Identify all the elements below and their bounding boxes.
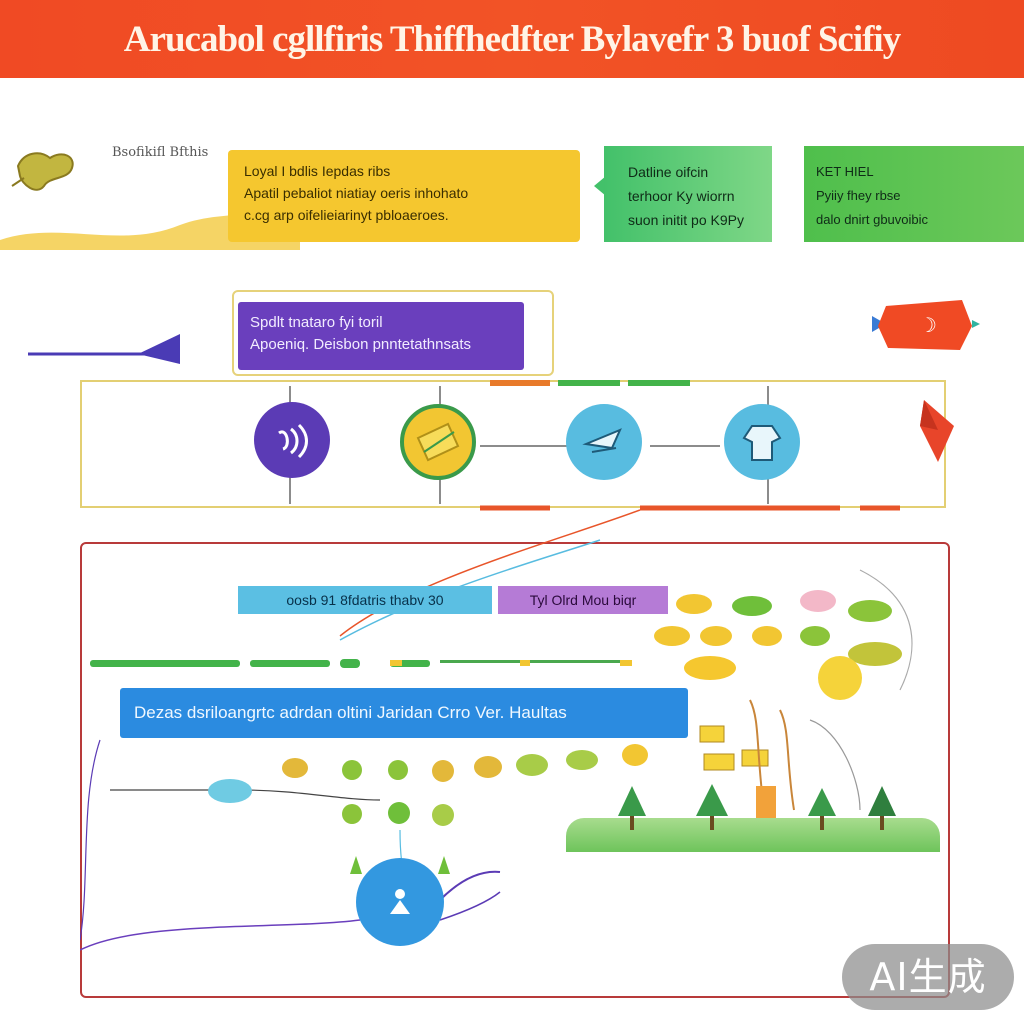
sun-dot [818,656,862,700]
green-dot [388,802,410,824]
arrow-pointer-icon [28,334,180,364]
purple-label-frame [232,290,554,376]
purple-label: Spdlt tnataro fyi toril Apoeniq. Deisbon… [238,302,524,370]
note-icon [416,422,460,462]
plane-icon [582,428,622,453]
yellow-callout: Loyal I bdlis Iepdas ribs Apatil pebalio… [228,150,580,242]
green-callout-line: Datline oifcin [628,164,709,180]
red-diamond-icon [920,400,954,462]
blue-label-bar: Dezas dsriloangrtc adrdan oltini Jaridan… [120,688,688,738]
connector-lines [80,509,913,951]
hub-circle [356,858,444,946]
bottom-frame [80,542,950,998]
green-dot [566,750,598,770]
yellow-dot [474,756,502,778]
landscape-illustration [699,699,861,820]
green-dot [388,760,408,780]
yellow-callout-line: Loyal I bdlis Iepdas ribs [244,163,391,179]
green-callout-line: KET HIEL [816,164,874,179]
yellow-dot [654,626,690,646]
green-callout-line: dalo dnirt gbuvoibic [816,212,929,227]
node-sound [254,402,330,478]
shirt-icon [742,425,782,461]
yellow-callout-line: c.cg arp oifelieiarinyt pbloaeroes. [244,207,449,223]
ground-strip [566,818,940,852]
green-dot [848,600,892,622]
green-callout-1: Datline oifcin terhoor Ky wiorrn suon in… [604,146,772,242]
ai-generated-watermark: AI生成 [842,944,1014,1010]
tag-teal: oosb 91 8fdatris thabv 30 [238,586,492,614]
svg-text:☽: ☽ [919,313,937,337]
timeline-connectors [289,380,900,511]
page-title: Arucabol cgllfiris Thiffhedfter Bylavefr… [123,18,901,60]
green-callout-2: KET HIEL Pyiiy fhey rbse dalo dnirt gbuv… [804,146,1024,242]
person-icon [390,889,410,914]
yellow-dot [684,656,736,680]
yellow-dot [282,758,308,778]
trees-illustration [618,784,896,830]
purple-label-line: Spdlt tnataro fyi toril [250,314,383,331]
arrow-left-icon [594,176,606,196]
red-banner-icon: ☽ [872,300,980,350]
green-callout-line: suon initit po K9Py [628,212,744,228]
sound-icon [278,423,308,459]
yellow-callout-line: Apatil pebaliot niatiay oeris inhohato [244,185,469,201]
map-icon [11,152,74,191]
green-callout-line: terhoor Ky wiorrn [628,188,735,204]
green-dot [732,596,772,616]
node-note [400,404,476,480]
hub-leaves-icon [350,856,450,874]
teal-diamond-icon [208,779,252,803]
green-callout-line: Pyiiy fhey rbse [816,188,901,203]
sketch-note: Bsofikifl Bfthis [112,145,209,160]
yellow-dot [752,626,782,646]
green-dot [342,760,362,780]
yellow-dot [676,594,712,614]
node-shirt [724,404,800,480]
olive-dot [848,642,902,666]
yellow-wave-decoration [0,200,300,250]
yellow-dot [622,744,648,766]
green-dot [800,626,830,646]
green-dot [432,804,454,826]
yellow-dot [700,626,732,646]
purple-label-line: Apoeniq. Deisbon pnntetathnsats [250,336,471,353]
green-dashed-line [90,659,632,668]
green-dot [516,754,548,776]
header-banner: Arucabol cgllfiris Thiffhedfter Bylavefr… [0,0,1024,78]
green-dot [342,804,362,824]
yellow-dot [432,760,454,782]
pink-dot [800,590,836,612]
tag-purple: Tyl Olrd Mou biqr [498,586,668,614]
node-plane [566,404,642,480]
